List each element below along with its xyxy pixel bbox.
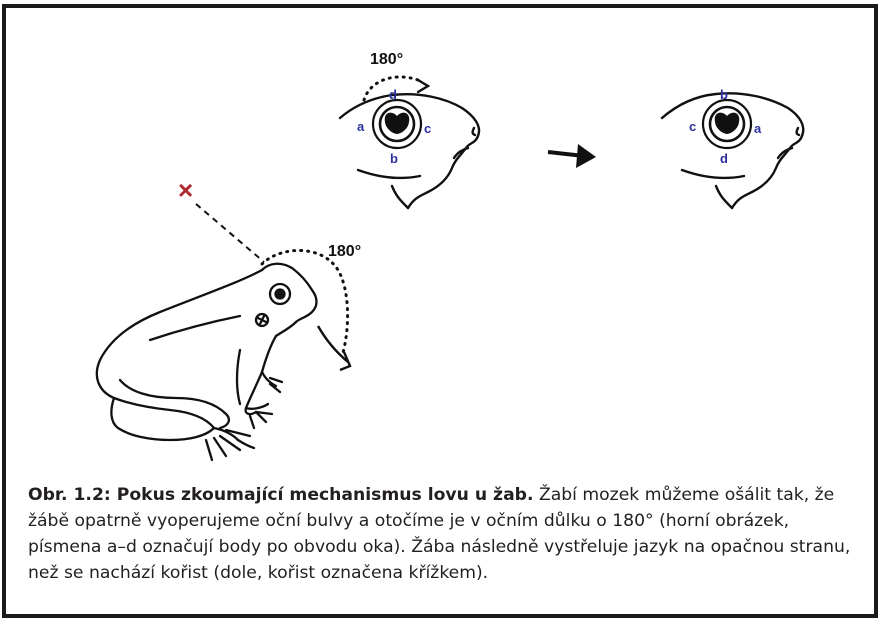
right-eye-letter-right: a	[754, 121, 762, 136]
frog-body	[97, 264, 317, 460]
left-eye-letter-bottom: b	[390, 151, 398, 166]
top-rotation-label: 180°	[370, 51, 403, 68]
left-eye-letter-right: c	[424, 121, 431, 136]
left-eye-letter-left: a	[357, 119, 365, 134]
prey-cross-marker: ×	[178, 175, 193, 205]
caption-title: Obr. 1.2: Pokus zkoumající mechanismus l…	[28, 485, 534, 505]
right-eye-letter-top: b	[720, 87, 728, 102]
right-eye-letter-left: c	[689, 119, 696, 134]
figure-caption: Obr. 1.2: Pokus zkoumající mechanismus l…	[28, 482, 858, 586]
prey-line-of-sight	[196, 204, 264, 262]
frog-head-rotated-eye	[340, 77, 479, 208]
transition-arrow	[548, 144, 596, 168]
frog-head-result	[662, 93, 803, 208]
frog-experiment-illustration: 180° d a c b b c a d ×	[0, 0, 882, 480]
frog-rotation-label: 180°	[328, 243, 361, 260]
right-eye-letter-bottom: d	[720, 151, 728, 166]
left-eye-letter-top: d	[389, 87, 397, 102]
